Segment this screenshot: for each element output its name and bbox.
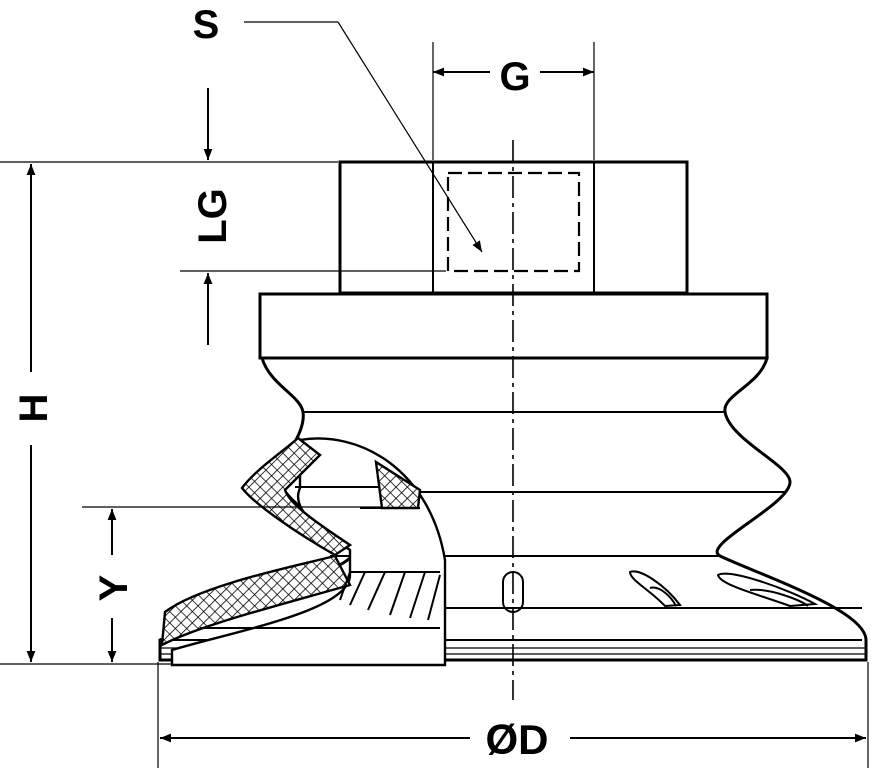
dimension-d: ØD — [157, 662, 869, 768]
dimension-y: Y — [0, 506, 382, 665]
dimension-g: G — [432, 42, 595, 160]
label-d: ØD — [486, 716, 549, 763]
dimension-lg: LG — [180, 88, 446, 345]
vent-slots — [502, 570, 819, 613]
label-g: G — [499, 55, 530, 99]
label-s: S — [193, 3, 220, 47]
label-lg: LG — [191, 188, 235, 244]
label-h: H — [12, 394, 56, 423]
section-cutaway — [160, 436, 447, 667]
thread-hidden-outline — [446, 171, 581, 273]
label-y: Y — [92, 574, 136, 601]
dimension-s: S — [193, 3, 483, 253]
dimension-h: H — [0, 161, 180, 662]
